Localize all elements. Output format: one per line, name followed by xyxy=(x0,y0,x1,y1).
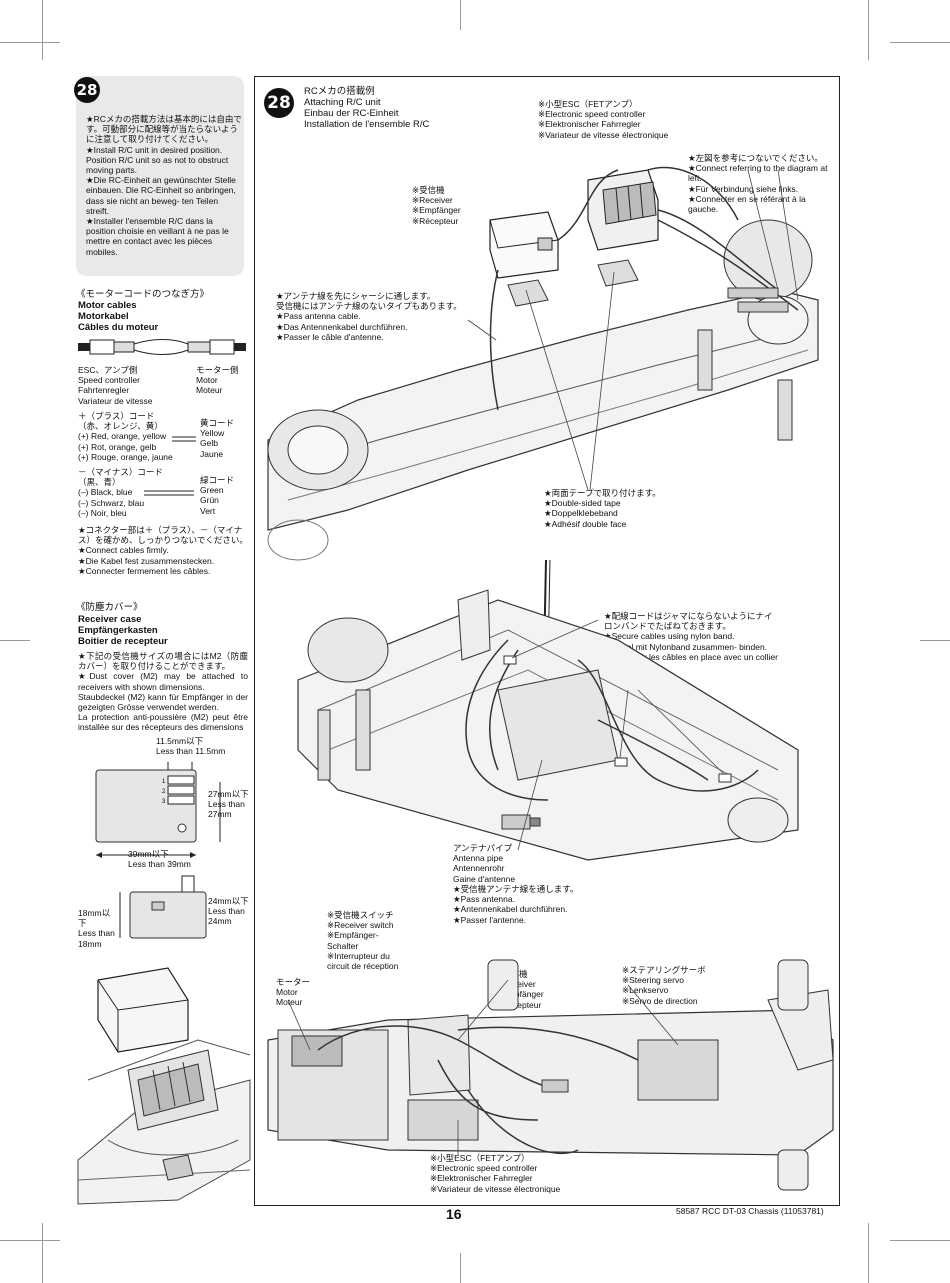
crop-mark xyxy=(460,0,461,30)
double-tape-note: ★両面テープで取り付けます。 ★Double-sided tape ★Doppe… xyxy=(544,488,661,529)
svg-text:3: 3 xyxy=(162,799,166,805)
crop-mark xyxy=(0,1240,60,1241)
motor-cables-title: Motor cables Motorkabel Câbles du moteur xyxy=(78,300,159,333)
chassis-illustration-middle xyxy=(297,559,799,861)
svg-text:2: 2 xyxy=(162,789,166,795)
svg-text:1: 1 xyxy=(162,779,166,785)
dust-cover-note: ★下記の受信機サイズの場合にはM2（防塵カバー）を取り付けることができます。 ★… xyxy=(78,651,248,733)
dim-height-right: 27mm以下 Less than 27mm xyxy=(208,789,249,820)
crop-mark xyxy=(920,640,950,641)
chassis-illustration-top xyxy=(267,166,819,561)
dim-top-right: 24mm以下 Less than 24mm xyxy=(208,896,249,927)
receiver-case-top-view: 1 2 3 xyxy=(95,762,221,858)
plus-cord-line xyxy=(172,436,196,442)
main-frame xyxy=(254,76,840,1206)
main-heading: RCメカの搭載例 Attaching R/C unit Einbau der R… xyxy=(304,86,430,130)
intro-note: ★RCメカの搭載方法は基本的には自由です。可動部分に配線等が当たらないように注意… xyxy=(86,114,242,257)
steering-servo-label: ※ステアリングサーボ ※Steering servo ※Lenkservo ※S… xyxy=(622,965,706,1006)
motor-side-label: モーター側 Motor Moteur xyxy=(196,365,239,396)
yellow-cord-label: 黄コード Yellow Gelb Jaune xyxy=(200,418,235,459)
dim-width-top: 11.5mm以下 Less than 11.5mm xyxy=(156,736,226,757)
minus-cord-line xyxy=(144,490,194,496)
crop-mark xyxy=(0,640,30,641)
connect-note: ★左図を参考につないでください。 ★Connect referring to t… xyxy=(688,153,828,215)
receiver-label: ※受信機 ※Receiver ※Empfänger ※Récepteur xyxy=(412,185,461,226)
minus-cord-label: －（マイナス）コード （黒、青） (–) Black, blue (–) Sch… xyxy=(78,467,163,518)
antenna-pipe-label: アンテナパイプ Antenna pipe Antennenrohr Gaine … xyxy=(453,843,516,884)
crop-mark xyxy=(890,1240,950,1241)
antenna-pass-note: ★アンテナ線を先にシャーシに通します。 受信機にはアンテナ線のないタイプもありま… xyxy=(276,291,462,342)
green-cord-label: 緑コード Green Grün Vert xyxy=(200,475,235,516)
crop-mark xyxy=(42,0,43,60)
crop-mark xyxy=(460,1253,461,1283)
doc-ref: 58587 RCC DT-03 Chassis (11053781) xyxy=(676,1206,824,1216)
main-step-badge: 28 xyxy=(264,88,294,118)
crop-mark xyxy=(0,42,60,43)
receiver-case-side-view xyxy=(119,875,207,939)
plus-cord-label: ＋（プラス）コード （赤、オレンジ、黄） (+) Red, orange, ye… xyxy=(78,411,173,462)
dim-left: 18mm以下 Less than 18mm xyxy=(78,908,115,949)
crop-mark xyxy=(868,1223,869,1283)
esc-bottom-label: ※小型ESC（FETアンプ） ※Electronic speed control… xyxy=(430,1153,561,1194)
receiver-switch-label: ※受信機スイッチ ※Receiver switch ※Empfänger-Sch… xyxy=(327,910,399,972)
crop-mark xyxy=(868,0,869,60)
connector-diagram xyxy=(78,339,246,355)
esc-side-label: ESC、アンプ側 Speed controller Fahrtenregler … xyxy=(78,365,153,406)
crop-mark xyxy=(890,42,950,43)
motor-cables-title-jp: 《モーターコードのつなぎ方》 xyxy=(76,289,210,300)
pass-antenna-note: ★受信機アンテナ線を通します。 ★Pass antenna. ★Antennen… xyxy=(453,884,579,925)
intro-note-panel xyxy=(76,76,244,276)
step-badge: 28 xyxy=(74,77,100,103)
receiver-case-illustration xyxy=(77,967,251,1205)
connector-note: ★コネクター部は＋（プラス）、－（マイナス）を確かめ、しっかりつないでください。… xyxy=(78,525,248,576)
page-number: 16 xyxy=(446,1206,462,1222)
crop-mark xyxy=(42,1223,43,1283)
receiver-case-title: Receiver case Empfängerkasten Boitier de… xyxy=(78,614,168,647)
chassis-illustration-bottom xyxy=(267,959,834,1191)
receiver-case-title-jp: 《防塵カバー》 xyxy=(76,602,143,613)
dim-width-bottom: 39mm以下 Less than 39mm xyxy=(128,849,191,870)
esc-small-label: ※小型ESC（FETアンプ） ※Electronic speed control… xyxy=(538,99,669,140)
